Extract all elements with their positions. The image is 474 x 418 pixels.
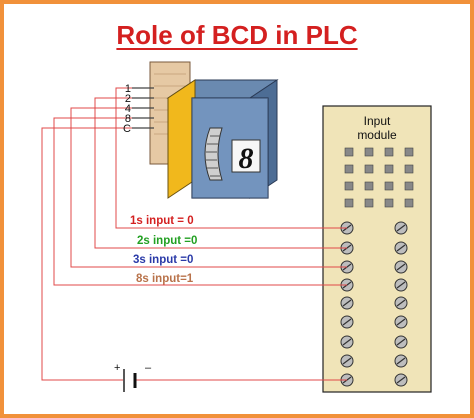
indicator-led — [364, 198, 374, 208]
battery: + – — [114, 362, 152, 392]
terminal-screw — [394, 296, 408, 310]
indicator-led — [384, 164, 394, 174]
terminal-screw — [394, 221, 408, 235]
pin-label-common: C — [123, 123, 131, 135]
wiring — [41, 87, 347, 381]
wire-label-3s: 3s input =0 — [133, 254, 193, 266]
wire-common — [41, 127, 144, 381]
indicator-led — [344, 181, 354, 191]
indicator-led — [404, 198, 414, 208]
bcd-plc-diagram: Input module + – — [41, 61, 432, 393]
digit-display: 8 — [239, 142, 254, 175]
terminal-screw — [340, 296, 354, 310]
wire-pin-2 — [94, 97, 347, 249]
terminal-screw — [340, 315, 354, 329]
module-indicator-grid — [344, 147, 414, 208]
terminal-screw — [394, 260, 408, 274]
battery-minus-label: – — [145, 362, 152, 374]
indicator-led — [384, 181, 394, 191]
digit-window — [231, 139, 261, 173]
indicator-led — [404, 181, 414, 191]
indicator-led — [404, 147, 414, 157]
terminal-screw — [394, 335, 408, 349]
terminal-screw — [340, 354, 354, 368]
wire-label-8s: 8s input=1 — [136, 273, 194, 285]
pin-label-2: 2 — [125, 93, 131, 105]
indicator-led — [364, 147, 374, 157]
module-label-line2: module — [357, 128, 397, 142]
pin-label-8: 8 — [125, 113, 131, 125]
input-module-body — [322, 105, 432, 393]
wire-pin-4 — [70, 107, 347, 268]
terminal-screw — [394, 354, 408, 368]
wire-pin-8 — [53, 117, 347, 286]
indicator-led — [344, 164, 354, 174]
battery-plus-label: + — [114, 362, 120, 374]
wire-label-2s: 2s input =0 — [137, 235, 197, 247]
indicator-led — [404, 164, 414, 174]
terminal-screw — [394, 315, 408, 329]
indicator-led — [384, 147, 394, 157]
switch-side-face — [167, 79, 196, 199]
wire-pin-1 — [115, 87, 347, 229]
indicator-led — [344, 147, 354, 157]
switch-pin-labels: 1 2 4 8 C — [123, 83, 131, 135]
wire-label-1s: 1s input = 0 — [130, 215, 194, 227]
bcd-thumbwheel-switch: 8 — [132, 61, 279, 199]
wire-labels: 1s input = 0 2s input =0 3s input =0 8s … — [130, 215, 197, 285]
page-title: Role of BCD in PLC — [116, 20, 358, 50]
terminal-screw — [394, 373, 408, 387]
pin-label-4: 4 — [125, 103, 131, 115]
indicator-led — [364, 181, 374, 191]
indicator-led — [384, 198, 394, 208]
indicator-led — [364, 164, 374, 174]
terminal-screw — [394, 241, 408, 255]
input-module: Input module — [322, 105, 432, 393]
module-label-line1: Input — [364, 114, 391, 128]
terminal-screw — [394, 278, 408, 292]
terminal-screw — [340, 335, 354, 349]
indicator-led — [344, 198, 354, 208]
thumbwheel — [204, 127, 223, 181]
pin-label-1: 1 — [125, 83, 131, 95]
